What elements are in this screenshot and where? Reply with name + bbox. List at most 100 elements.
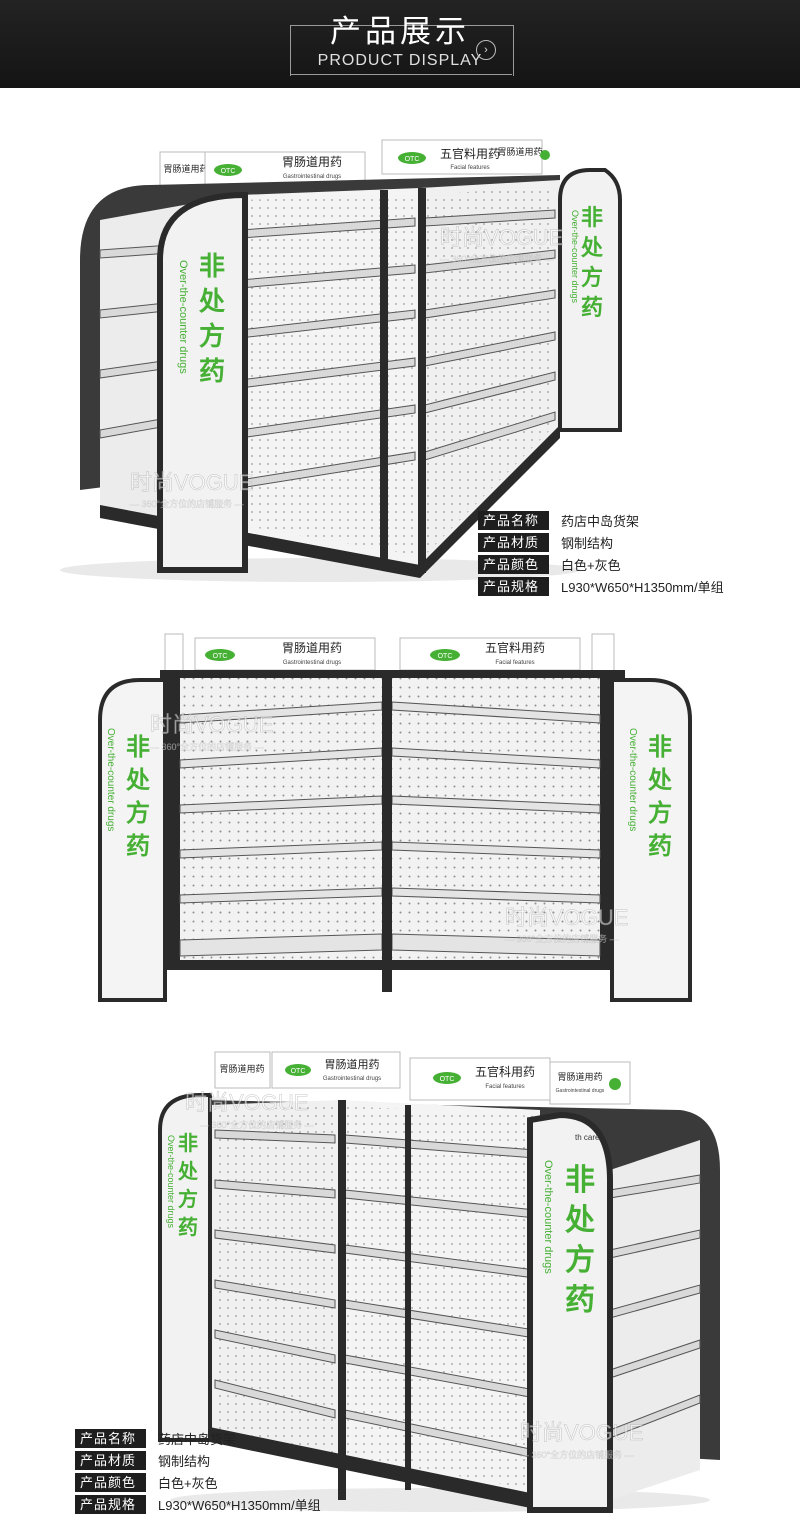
spec-label: 产品规格	[478, 576, 549, 596]
svg-text:方: 方	[126, 799, 150, 827]
product-photo-front: OTC 胃肠道用药 Gastrointestinal drugs OTC 五官料…	[98, 633, 692, 1002]
page-header: 产品展示 PRODUCT DISPLAY ›	[0, 0, 800, 88]
spec-label: 产品颜色	[75, 1472, 146, 1492]
end-panel-right: 非 处 方 药 Over-the-counter drugs	[610, 678, 692, 1002]
svg-text:Over-the-counter drugs: Over-the-counter drugs	[105, 728, 116, 831]
spec-table-bottom: 产品名称 药店中岛货架 产品材质 钢制结构 产品颜色 白色+灰色 产品规格 L9…	[75, 1427, 321, 1515]
svg-text:Facial features: Facial features	[495, 660, 534, 666]
svg-text:OTC: OTC	[438, 653, 453, 660]
spec-value: L930*W650*H1350mm/单组	[158, 1497, 321, 1513]
svg-text:五官科用药: 五官科用药	[475, 1064, 535, 1079]
svg-text:非: 非	[581, 205, 603, 230]
svg-text:时尚VOGUE: 时尚VOGUE	[150, 712, 273, 737]
svg-text:非: 非	[648, 734, 672, 761]
svg-text:— 360°全方位的店铺服务 —: — 360°全方位的店铺服务 —	[150, 741, 264, 752]
svg-text:方: 方	[648, 799, 672, 827]
svg-text:Over-the-counter drugs: Over-the-counter drugs	[177, 260, 189, 374]
svg-text:药: 药	[581, 295, 603, 320]
svg-text:OTC: OTC	[221, 168, 236, 175]
svg-text:OTC: OTC	[405, 156, 420, 163]
spec-row-name: 产品名称 药店中岛货架	[478, 509, 724, 531]
svg-text:五官料用药: 五官料用药	[440, 146, 500, 161]
svg-text:处: 处	[198, 286, 225, 316]
spec-row-color: 产品颜色 白色+灰色	[478, 553, 724, 575]
svg-text:药: 药	[648, 833, 672, 860]
spec-label: 产品名称	[75, 1428, 146, 1448]
svg-text:药: 药	[565, 1284, 595, 1317]
top-sign-left: 胃肠道用药	[159, 151, 213, 191]
svg-text:OTC: OTC	[291, 1068, 306, 1075]
svg-text:— 360°全方位的店铺服务 —: — 360°全方位的店铺服务 —	[505, 933, 619, 944]
watermark: 时尚VOGUE — 360°全方位的店铺服务 — 时尚VOGUE — 360°全…	[130, 225, 564, 509]
svg-text:胃肠道用药: 胃肠道用药	[282, 155, 342, 169]
top-sign-facial: OTC 五官科用药 Facial features 胃肠道用药 Gastroin…	[409, 1057, 631, 1105]
svg-text:方: 方	[199, 321, 225, 351]
svg-text:时尚VOGUE: 时尚VOGUE	[520, 1420, 643, 1445]
svg-text:— 360°全方位的店铺服务 —: — 360°全方位的店铺服务 —	[200, 1119, 314, 1130]
svg-text:胃肠道用药: 胃肠道用药	[163, 163, 208, 174]
svg-text:胃肠道用药: 胃肠道用药	[557, 1071, 602, 1082]
watermark: 时尚VOGUE — 360°全方位的店铺服务 — 时尚VOGUE — 360°全…	[185, 1090, 644, 1460]
spec-row-color: 产品颜色 白色+灰色	[75, 1471, 321, 1493]
svg-text:时尚VOGUE: 时尚VOGUE	[505, 905, 628, 930]
svg-text:Over-the-counter drugs: Over-the-counter drugs	[166, 1135, 176, 1229]
spec-value: 白色+灰色	[561, 557, 621, 573]
spec-label: 产品颜色	[478, 554, 549, 574]
end-panel-right: 非 处 方 药 Over-the-counter drugs	[558, 168, 622, 432]
spec-row-name: 产品名称 药店中岛货架	[75, 1427, 321, 1449]
svg-text:胃肠道用药: 胃肠道用药	[282, 641, 342, 655]
circle-arrow-icon: ›	[476, 40, 496, 60]
header-divider	[290, 74, 512, 75]
svg-text:时尚VOGUE: 时尚VOGUE	[185, 1090, 308, 1115]
svg-text:非: 非	[199, 251, 225, 281]
end-panel-left: 非 处 方 药 Over-the-counter drugs	[98, 678, 167, 1002]
end-panel-right: 非 处 方 药 Over-the-counter drugs th care	[527, 1111, 613, 1513]
end-panel-left: 非 处 方 药 Over-the-counter drugs	[157, 191, 248, 573]
spec-row-size: 产品规格 L930*W650*H1350mm/单组	[75, 1493, 321, 1515]
end-panel-left: 非 处 方 药 Over-the-counter drugs	[158, 1093, 212, 1442]
svg-text:非: 非	[178, 1132, 198, 1155]
top-sign-facial: OTC 五官料用药 Facial features	[399, 633, 615, 675]
top-sign-facial: OTC 五官料用药 Facial features 胃肠道用药	[381, 139, 550, 175]
svg-text:方: 方	[581, 265, 603, 290]
spec-row-size: 产品规格 L930*W650*H1350mm/单组	[478, 575, 724, 597]
svg-text:Facial features: Facial features	[485, 1084, 524, 1090]
svg-text:OTC: OTC	[213, 653, 228, 660]
svg-text:— 360°全方位的店铺服务 —: — 360°全方位的店铺服务 —	[520, 1449, 634, 1460]
spec-label: 产品规格	[75, 1494, 146, 1514]
spec-label: 产品材质	[75, 1450, 146, 1470]
spec-row-material: 产品材质 钢制结构	[478, 531, 724, 553]
svg-text:药: 药	[199, 356, 225, 386]
svg-text:Gastrointestinal drugs: Gastrointestinal drugs	[323, 1076, 381, 1082]
svg-text:非: 非	[126, 734, 150, 761]
product-photo-angled-right: 胃肠道用药 OTC 胃肠道用药 Gastrointestinal drugs O…	[158, 1051, 720, 1513]
header-frame	[290, 25, 514, 76]
svg-text:处: 处	[564, 1204, 595, 1237]
spec-value: 钢制结构	[561, 535, 614, 551]
svg-text:— 360°全方位的店铺服务 —: — 360°全方位的店铺服务 —	[130, 498, 244, 509]
top-sign-gastro: 胃肠道用药 OTC 胃肠道用药 Gastrointestinal drugs	[214, 1051, 401, 1089]
svg-text:Gastrointestinal drugs: Gastrointestinal drugs	[556, 1088, 605, 1094]
header-title: 产品展示	[330, 14, 470, 50]
spec-value: 白色+灰色	[158, 1475, 218, 1491]
svg-text:OTC: OTC	[440, 1076, 455, 1083]
header-subtitle: PRODUCT DISPLAY	[317, 52, 483, 69]
svg-text:Over-the-counter drugs: Over-the-counter drugs	[627, 728, 638, 831]
spec-row-material: 产品材质 钢制结构	[75, 1449, 321, 1471]
svg-text:非: 非	[565, 1164, 595, 1197]
spec-value: 药店中岛货架	[158, 1431, 237, 1447]
spec-label: 产品材质	[478, 532, 549, 552]
svg-text:处: 处	[580, 235, 603, 260]
svg-text:胃肠道用药: 胃肠道用药	[219, 1063, 264, 1074]
top-sign-gastro: OTC 胃肠道用药 Gastrointestinal drugs	[204, 151, 366, 187]
svg-text:药: 药	[178, 1215, 198, 1239]
spec-value: 钢制结构	[158, 1453, 211, 1469]
svg-text:时尚VOGUE: 时尚VOGUE	[440, 225, 563, 250]
svg-text:Facial features: Facial features	[450, 165, 489, 171]
svg-text:— 360°全方位的店铺服务 —: — 360°全方位的店铺服务 —	[440, 253, 554, 264]
svg-text:处: 处	[177, 1159, 199, 1183]
svg-text:处: 处	[125, 767, 150, 794]
spec-value: 药店中岛货架	[561, 513, 640, 529]
svg-text:时尚VOGUE: 时尚VOGUE	[130, 470, 253, 495]
spec-value: L930*W650*H1350mm/单组	[561, 579, 724, 595]
